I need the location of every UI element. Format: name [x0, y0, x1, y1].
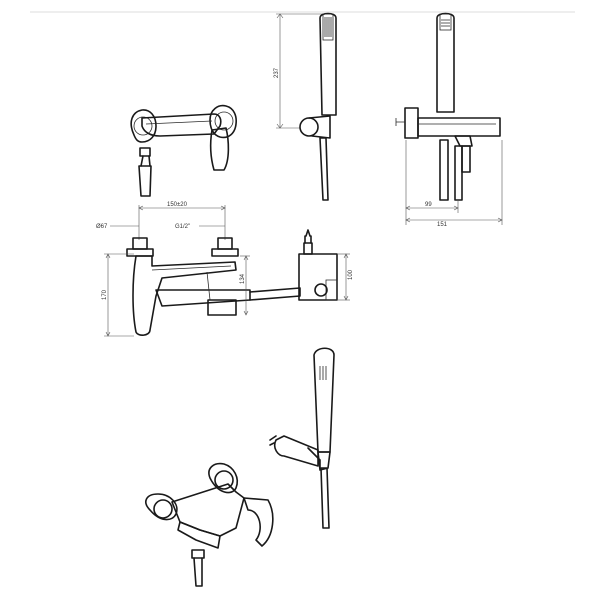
dim-shower-height: 237 — [274, 67, 280, 78]
dim-body-height: 170 — [102, 289, 108, 300]
dim-spout-height: 134 — [240, 273, 246, 284]
mixer-perspective-view — [145, 347, 335, 587]
mixer-side-view: 99 151 — [395, 12, 503, 228]
dim-bracket-height: 100 — [348, 269, 354, 280]
dim-thread: G1/2" — [175, 224, 190, 230]
dim-projection-total: 151 — [437, 222, 448, 228]
dim-mount-spacing: 150±20 — [167, 202, 188, 208]
dim-escutcheon-diameter: Ø67 — [96, 224, 108, 230]
mixer-front-view — [130, 104, 237, 197]
handset-side-view: 237 — [274, 12, 337, 201]
mixer-dimensioned-view: Ø67 150±20 G1/2" 170 — [96, 202, 354, 337]
dim-projection-inner: 99 — [425, 202, 432, 208]
